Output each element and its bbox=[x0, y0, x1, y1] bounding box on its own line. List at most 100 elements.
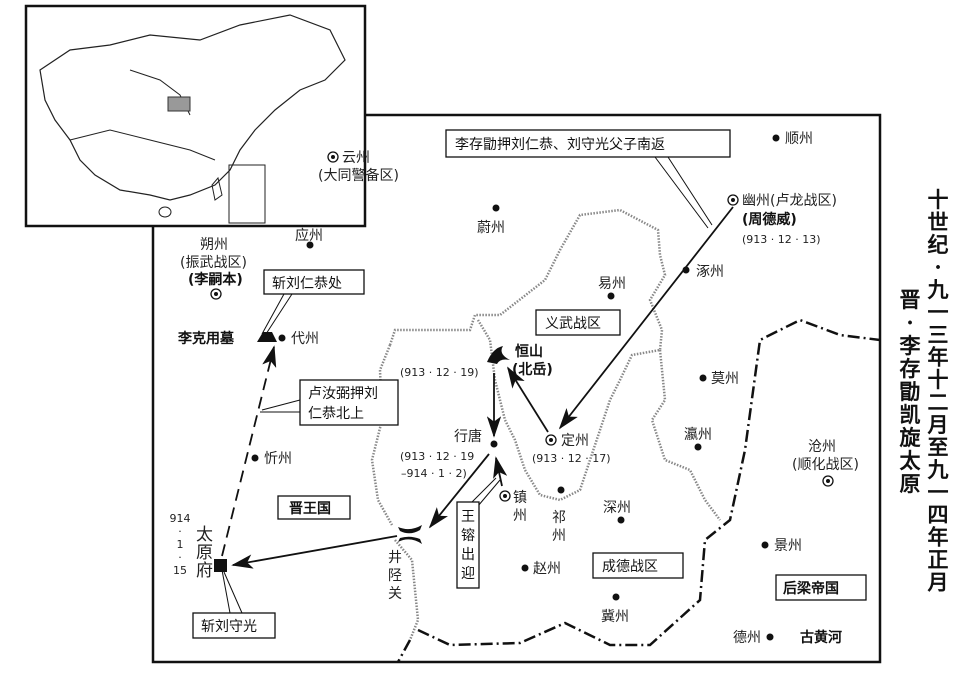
svg-text:晋王国: 晋王国 bbox=[289, 501, 331, 517]
label-xingtang-date1: (913 · 12 · 19 bbox=[400, 450, 474, 463]
arrow-jingxing-taiyuan bbox=[231, 535, 398, 569]
svg-text:卢汝弼押刘: 卢汝弼押刘 bbox=[308, 386, 378, 402]
svg-text:出: 出 bbox=[461, 547, 475, 563]
title-char: 二 bbox=[928, 390, 949, 415]
svg-text:陉: 陉 bbox=[388, 568, 402, 584]
svg-text:镇: 镇 bbox=[513, 490, 527, 506]
region-jin: 晋王国 bbox=[277, 495, 351, 520]
title-char: 原 bbox=[900, 471, 921, 496]
yiwu-boundary bbox=[370, 208, 721, 641]
svg-text:原: 原 bbox=[196, 543, 213, 563]
svg-text:井: 井 bbox=[388, 550, 402, 566]
svg-text:府: 府 bbox=[196, 561, 213, 581]
title-char: · bbox=[906, 310, 913, 335]
label-old-yellow-river: 古黄河 bbox=[800, 629, 842, 646]
label-shuozhou-sub: (振武战区) bbox=[180, 255, 247, 271]
svg-text:·: · bbox=[178, 525, 182, 538]
label-cangzhou-sub: (顺化战区) bbox=[792, 457, 859, 473]
label-shuozhou: 朔州 bbox=[200, 237, 228, 253]
label-zhuozhou: 涿州 bbox=[696, 264, 724, 280]
title-char: 正 bbox=[928, 547, 949, 572]
svg-text:·: · bbox=[178, 551, 182, 564]
title-char: 李 bbox=[899, 333, 922, 358]
title-char: 晋 bbox=[900, 287, 921, 312]
callout-execute-rengong: 斩刘仁恭处 bbox=[263, 269, 365, 295]
label-qizhou: 祁 州 bbox=[552, 510, 566, 544]
title-char: 勖 bbox=[900, 379, 921, 404]
title-char: 太 bbox=[900, 448, 922, 473]
title-char: 存 bbox=[900, 356, 921, 381]
title-char: 一 bbox=[928, 480, 949, 505]
label-zhaozhou: 赵州 bbox=[533, 561, 561, 577]
svg-text:914: 914 bbox=[170, 512, 191, 525]
callout-lu-north: 卢汝弼押刘 仁恭北上 bbox=[299, 379, 399, 426]
label-tomb: 李克用墓 bbox=[177, 330, 235, 347]
arrow-taiyuan-daizhou bbox=[221, 345, 277, 557]
label-xingtang-date2: –914 · 1 · 2) bbox=[401, 467, 467, 480]
title-char: 月 bbox=[927, 412, 949, 437]
title-char: 九 bbox=[927, 277, 949, 302]
label-taiyuan-date: 914 · 1 · 15 bbox=[170, 512, 191, 577]
svg-text:太: 太 bbox=[196, 525, 213, 545]
label-shuozhou-person: (李嗣本) bbox=[188, 271, 243, 288]
title-char: 旋 bbox=[899, 425, 922, 450]
title-char: 世 bbox=[928, 210, 949, 235]
label-youzhou-person: (周德威) bbox=[742, 211, 797, 228]
svg-text:斩刘守光: 斩刘守光 bbox=[201, 619, 257, 635]
label-hengshan: 恒山 bbox=[515, 343, 543, 360]
svg-text:镕: 镕 bbox=[461, 528, 475, 544]
map-frame bbox=[151, 113, 882, 664]
title-char: 十 bbox=[928, 187, 949, 212]
arrow-youzhou-dingzhou bbox=[558, 206, 734, 430]
title-char: 年 bbox=[928, 525, 949, 550]
label-cangzhou: 沧州 bbox=[808, 438, 836, 455]
label-hengshan-date: (913 · 12 · 19) bbox=[400, 366, 479, 379]
arrow-dingzhou-hengshan bbox=[507, 366, 549, 433]
svg-text:仁恭北上: 仁恭北上 bbox=[308, 406, 364, 422]
title-char: 九 bbox=[927, 457, 949, 482]
label-yizhou: 易州 bbox=[598, 276, 626, 292]
arrow-xingtang-jingxing bbox=[428, 453, 490, 529]
mountain-icon bbox=[487, 346, 510, 364]
title-char: 至 bbox=[928, 435, 949, 460]
label-xinzhou: 忻州 bbox=[264, 451, 292, 467]
inset-china-map bbox=[24, 4, 367, 228]
label-dezhou: 德州 bbox=[733, 630, 761, 646]
tomb-icon bbox=[257, 332, 277, 342]
route-arrows bbox=[221, 206, 734, 569]
svg-text:祁: 祁 bbox=[552, 510, 566, 526]
pass-icon bbox=[398, 525, 422, 544]
region-yiwu: 义武战区 bbox=[535, 309, 621, 336]
label-mozhou: 莫州 bbox=[711, 371, 739, 387]
label-yunzhou-sub: (大同警备区) bbox=[318, 167, 399, 184]
svg-text:州: 州 bbox=[552, 528, 566, 544]
houliang-border bbox=[396, 318, 881, 663]
title-char: 四 bbox=[928, 502, 949, 527]
svg-text:成德战区: 成德战区 bbox=[602, 559, 658, 575]
label-shenzhou: 深州 bbox=[603, 500, 631, 516]
label-youzhou: 幽州(卢龙战区) bbox=[742, 193, 837, 209]
arrow-zhenzhou-xingtang bbox=[493, 456, 508, 487]
region-houliang: 后梁帝国 bbox=[775, 574, 867, 601]
title-char: 三 bbox=[928, 322, 949, 347]
svg-text:州: 州 bbox=[513, 508, 527, 524]
label-jingzhou: 景州 bbox=[774, 538, 802, 554]
region-chengde: 成德战区 bbox=[592, 552, 684, 579]
svg-text:义武战区: 义武战区 bbox=[545, 316, 601, 332]
title-char: 一 bbox=[928, 300, 949, 325]
label-yingzhou-ying: 瀛州 bbox=[684, 426, 712, 443]
svg-text:王: 王 bbox=[461, 509, 475, 525]
title-char: 凯 bbox=[900, 402, 921, 427]
svg-text:斩刘仁恭处: 斩刘仁恭处 bbox=[272, 276, 342, 292]
label-daizhou: 代州 bbox=[291, 331, 319, 347]
label-yunzhou: 云州 bbox=[342, 150, 370, 166]
callout-execute-shouguang: 斩刘守光 bbox=[192, 612, 276, 639]
label-dingzhou: 定州 bbox=[561, 433, 589, 449]
label-hengshan-sub: (北岳) bbox=[512, 361, 553, 378]
callout-south-return: 李存勖押刘仁恭、刘守光父子南返 bbox=[445, 129, 731, 158]
svg-text:1: 1 bbox=[177, 538, 184, 551]
title-char: 年 bbox=[928, 345, 949, 370]
